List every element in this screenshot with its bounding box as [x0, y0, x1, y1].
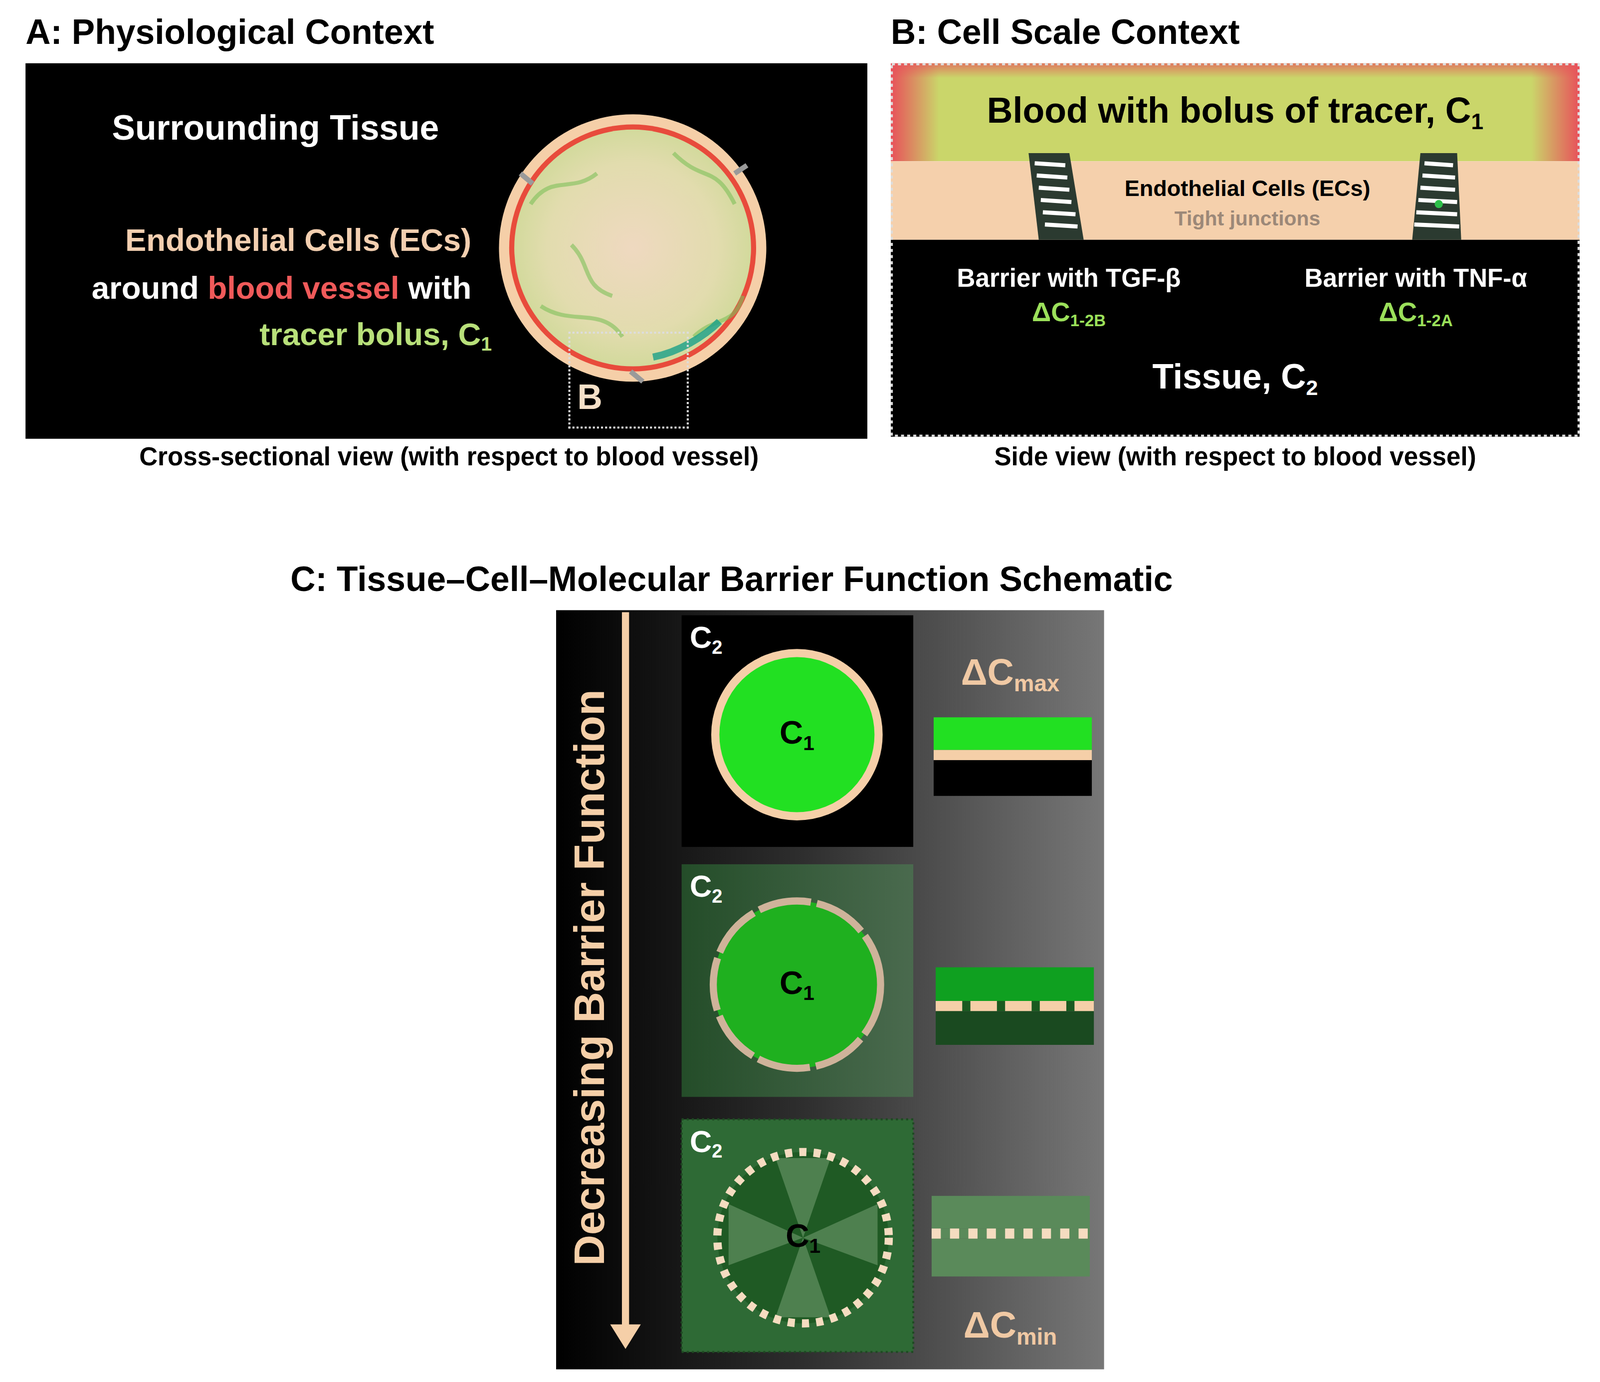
vessel-circle-1	[715, 652, 879, 816]
blood-band	[890, 63, 1580, 162]
text-line: Barrier with TGF-β	[913, 263, 1225, 293]
node-text: Blood with bolus of tracer, C1	[987, 89, 1484, 131]
text-line: tracer bolus, C1	[28, 316, 492, 353]
vessel-circle-3	[717, 1152, 889, 1324]
text-line: aroundblood vesselwith	[28, 270, 472, 307]
tracer-leak	[652, 321, 720, 358]
junction-marks	[520, 165, 747, 382]
node-text: tracer bolus, C1	[259, 316, 492, 353]
vessel-wall-2	[713, 901, 881, 1069]
text-line: C2	[689, 1124, 752, 1161]
leak-wedges	[728, 1158, 878, 1318]
text-line: B	[568, 377, 612, 418]
tissue-square-1	[681, 615, 914, 847]
endothelial-ring	[498, 114, 767, 382]
node-text: C2	[689, 869, 723, 905]
node-text: B	[577, 377, 602, 418]
diagram-node: C1	[710, 897, 884, 1072]
tight-junction-right	[1412, 153, 1462, 240]
label-text: ΔCmin	[918, 1304, 1102, 1347]
diagram-node: C2C1	[681, 1119, 914, 1352]
vessel-circle-2	[713, 901, 881, 1069]
text-line: Tissue, C2	[890, 357, 1580, 398]
node-text: C2	[689, 620, 723, 656]
panel-c-ground	[556, 609, 1105, 1370]
node-text: C1	[785, 1217, 821, 1255]
node-text: Tissue, C2	[1152, 357, 1319, 398]
vessel-lumen	[514, 129, 752, 367]
diagram-node: C2C1	[681, 864, 914, 1097]
node-text: Tight junctions	[1174, 206, 1321, 231]
label-text: C: Tissue–Cell–Molecular Barrier Functio…	[119, 559, 1344, 600]
node-text: Surrounding Tissue	[112, 108, 440, 149]
diagram-node: Endothelial Cells (ECs) Tight junctions	[890, 161, 1580, 240]
text-line: ΔC1-2B	[913, 297, 1225, 329]
arrow-shaft	[621, 612, 629, 1327]
diagram-node: C1	[712, 649, 882, 820]
text-line: C1	[710, 964, 884, 1002]
diagram-node: C2C1	[681, 615, 914, 847]
label-text: A: Physiological Context	[25, 12, 638, 53]
node-text: C2	[689, 1124, 723, 1161]
node-text: Endothelial Cells (ECs)	[125, 222, 472, 259]
endothelial-band	[890, 161, 1580, 240]
label-text: B: Cell Scale Context	[890, 12, 1504, 53]
text-line: C1	[714, 1217, 892, 1255]
node-text: C1	[779, 964, 815, 1002]
tissue-region	[890, 239, 1580, 437]
diagram-node: Blood with bolus of tracer, C1	[890, 63, 1580, 162]
text-line: C2	[689, 620, 752, 656]
panel-a-ground	[25, 63, 868, 439]
node-text: blood vessel	[207, 270, 400, 307]
tissue-square-3	[681, 1119, 914, 1352]
diagram-node: Barrier with TGF-βΔC1-2B Barrier with TNF…	[890, 239, 1580, 437]
label-text: Cross-sectional view (with respect to bl…	[20, 441, 878, 472]
arrow-head	[609, 1324, 641, 1350]
vessel-wall	[509, 124, 757, 372]
text-line: C1	[712, 714, 882, 752]
node-text: ΔC1-2B	[1031, 297, 1106, 329]
text-line: Barrier with TNF-α	[1260, 263, 1572, 293]
text-line: Endothelial Cells (ECs)	[28, 222, 472, 259]
diagram-node: B	[568, 331, 689, 429]
node-text: with	[407, 270, 472, 307]
node-text: ΔC1-2A	[1379, 297, 1453, 329]
text-line: Blood with bolus of tracer, C1	[890, 89, 1580, 131]
node-text: C1	[779, 714, 815, 752]
node-text: Barrier with TGF-β	[957, 263, 1182, 293]
blood-edge	[890, 63, 1580, 162]
text-line: Tight junctions	[1086, 206, 1408, 231]
text-line: C2	[689, 869, 752, 905]
barrier-icon-1	[933, 717, 1092, 797]
barrier-icon-2	[935, 967, 1094, 1045]
text-line: Surrounding Tissue	[61, 108, 490, 149]
label-text: ΔCmax	[918, 650, 1102, 694]
node-text: around	[91, 270, 200, 307]
diagram-node: Surrounding TissueEndothelial Cells (ECs…	[25, 63, 868, 439]
panel-b-border	[891, 64, 1579, 436]
label-text: Side view (with respect to blood vessel)	[890, 441, 1580, 472]
node-text: Endothelial Cells (ECs)	[1124, 175, 1371, 202]
diagram-node: C1	[714, 1149, 892, 1327]
tight-junction-left	[1028, 153, 1084, 240]
text-line: Endothelial Cells (ECs)	[1086, 175, 1408, 202]
barrier-icon-3	[931, 1196, 1090, 1277]
tissue-square-2	[681, 864, 914, 1097]
vessel-wall-3	[717, 1152, 889, 1324]
label-text: Decreasing Barrier Function	[565, 590, 615, 1366]
text-line: ΔC1-2A	[1260, 297, 1572, 329]
node-text: Barrier with TNF-α	[1304, 263, 1527, 293]
tracer-streaks	[530, 153, 744, 337]
